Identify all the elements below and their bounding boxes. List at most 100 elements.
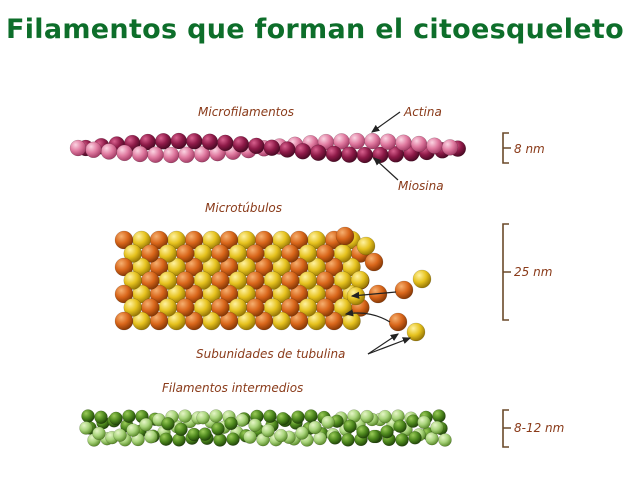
microtubule-size: 25 nm xyxy=(514,265,552,279)
intermediate-filament-subunit xyxy=(113,428,127,442)
actin-subunit-dark xyxy=(310,144,327,161)
intermediate-filament-subunit xyxy=(81,409,95,423)
intermediate-filament-subunit xyxy=(408,431,422,445)
actin-subunit xyxy=(410,135,428,153)
actin-subunit xyxy=(395,134,412,151)
actin-subunit xyxy=(441,139,459,156)
actin-subunit xyxy=(100,143,118,160)
intermediate-filament-subunit xyxy=(243,430,257,444)
intermediate-filament-subunit xyxy=(261,423,275,438)
tubulin-arrow-2 xyxy=(367,337,412,355)
actin-subunit xyxy=(178,146,195,164)
intermediate-filament-subunit xyxy=(144,430,158,444)
actin-subunit xyxy=(348,132,366,150)
slide-title: Filamentos que forman el citoesqueleto xyxy=(6,14,624,45)
alpha-tubulin xyxy=(123,271,143,290)
actin-subunit-dark xyxy=(248,137,265,155)
intermediate-filament-subunit xyxy=(417,415,431,430)
actin-subunit-dark xyxy=(186,132,203,150)
microtubules-label: Microtúbulos xyxy=(205,201,282,215)
intermediate-filament-subunit xyxy=(94,410,108,425)
beta-tubulin xyxy=(364,252,384,272)
intermediate-filament-subunit xyxy=(328,431,342,445)
actin-subunit xyxy=(85,141,102,159)
intermediate-filament-subunit xyxy=(291,410,305,424)
actin-label: Actina xyxy=(403,105,442,119)
intermediate-filament-subunit xyxy=(226,432,240,446)
intermediate-filament-subunit xyxy=(122,409,136,423)
intermediate-filament-subunit xyxy=(159,432,173,446)
intermediate-filament-subunit xyxy=(209,409,223,423)
free-alpha-tubulin xyxy=(412,269,432,289)
actin-subunit xyxy=(116,144,133,162)
intermediate-filament-subunit xyxy=(360,409,374,424)
dimer-insertion-arrow xyxy=(350,291,397,299)
microfilaments-label: Microfilamentos xyxy=(198,105,294,119)
alpha-tubulin xyxy=(356,236,376,256)
actin-subunit-dark xyxy=(279,141,296,158)
intermediate-filament-subunit xyxy=(213,433,227,447)
actin-arrow xyxy=(371,111,401,133)
tubulin-arrow-1 xyxy=(367,333,399,355)
intermediate-filament-subunit xyxy=(313,431,327,446)
intermediate-filament-subunit xyxy=(276,411,290,426)
microfilament-size-bracket xyxy=(502,132,511,164)
actin-subunit-dark xyxy=(217,134,234,152)
intermediate-filament-subunit xyxy=(211,422,225,436)
alpha-tubulin xyxy=(123,244,143,263)
actin-subunit-dark xyxy=(294,142,312,160)
actin-subunit-dark xyxy=(356,146,374,164)
beta-tubulin xyxy=(114,230,134,250)
actin-subunit-dark xyxy=(232,136,250,153)
free-alpha-tubulin xyxy=(406,322,426,342)
beta-tubulin xyxy=(114,284,134,304)
intermediate-filament-subunit xyxy=(356,425,370,439)
microtubule-cylinder xyxy=(114,226,388,331)
myosin-arrow xyxy=(373,157,399,181)
intermediate-filament-subunit xyxy=(395,433,409,447)
tubulin-subunits-label: Subunidades de tubulina xyxy=(196,347,345,361)
intermediate-filament-subunit xyxy=(295,426,309,440)
free-beta-tubulin xyxy=(388,312,408,332)
intermediate-size-bracket xyxy=(502,409,511,448)
intermediate-filament-subunit xyxy=(248,418,262,432)
microfilament-strand xyxy=(69,132,467,164)
intermediate-filament-subunit xyxy=(341,433,355,447)
actin-subunit-dark xyxy=(341,146,358,163)
intermediate-filament-subunit xyxy=(92,426,106,441)
beta-tubulin xyxy=(114,257,134,277)
actin-subunit xyxy=(147,146,164,163)
actin-subunit xyxy=(162,146,180,164)
intermediate-filament-subunit xyxy=(367,429,381,444)
actin-subunit xyxy=(426,137,443,154)
intermediate-filament-strand xyxy=(79,409,452,447)
actin-subunit xyxy=(69,139,87,157)
intermediate-filament-subunit xyxy=(79,421,93,435)
actin-subunit-dark xyxy=(325,145,343,163)
intermediate-filament-subunit xyxy=(198,427,212,441)
intermediate-filament-subunit xyxy=(378,409,392,424)
intermediate-filament-subunit xyxy=(174,422,188,437)
free-beta-tubulin xyxy=(394,280,414,300)
tubulin-dimers xyxy=(388,269,432,342)
intermediate-filament-subunit xyxy=(438,433,452,447)
intermediate-filament-size: 8-12 nm xyxy=(514,421,564,435)
intermediate-filament-subunit xyxy=(343,419,357,434)
intermediate-filament-subunit xyxy=(321,415,335,429)
microfilament-size: 8 nm xyxy=(514,142,545,156)
intermediate-filament-subunit xyxy=(178,409,192,423)
actin-subunit xyxy=(379,133,397,150)
actin-subunit xyxy=(131,145,149,163)
intermediate-filament-subunit xyxy=(274,428,288,443)
intermediate-filament-subunit xyxy=(380,424,394,439)
actin-subunit xyxy=(364,132,381,150)
intermediate-filament-subunit xyxy=(263,409,277,424)
intermediate-filament-subunit xyxy=(161,417,175,431)
dimer-curved-arrow xyxy=(344,309,391,323)
intermediate-filament-subunit xyxy=(126,423,140,437)
intermediate-filament-subunit xyxy=(432,409,446,423)
intermediate-filaments-label: Filamentos intermedios xyxy=(162,381,303,395)
intermediate-filament-subunit xyxy=(425,431,439,446)
intermediate-filament-subunit xyxy=(224,416,238,431)
